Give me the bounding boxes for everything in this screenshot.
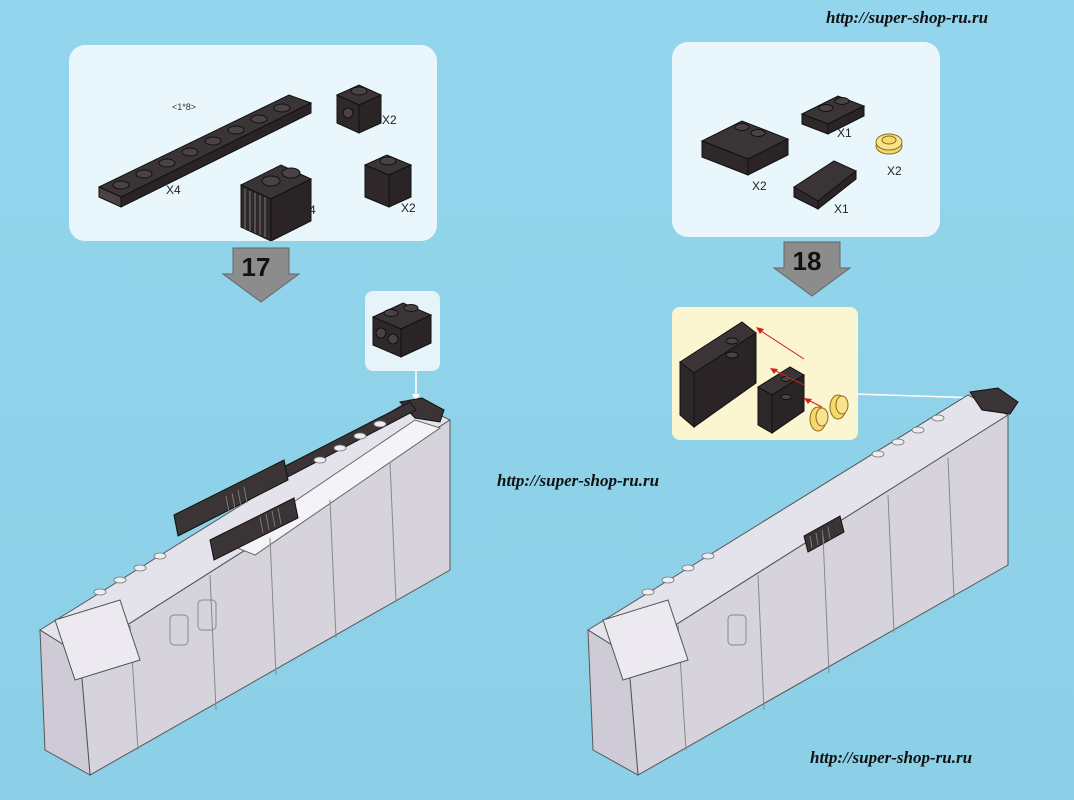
- side-stud-brick-quantity: X2: [382, 113, 397, 127]
- step-17-parts-box: <1*8> X4 X4 X2 X2: [69, 45, 437, 241]
- brick-1x1-part: [363, 154, 413, 208]
- watermark-top[interactable]: http://super-shop-ru.ru: [826, 8, 989, 27]
- grille-quantity: X4: [301, 203, 316, 217]
- plate-1x2-quantity: X1: [837, 126, 852, 140]
- step-17-locomotive-model: [39, 397, 452, 776]
- step-17-callout-pointer: [412, 370, 420, 401]
- step-18-callout-illustration: [679, 321, 849, 434]
- slope-part: [793, 160, 857, 211]
- step-17-parts-illustration: [97, 84, 413, 241]
- brick-quantity: X2: [401, 201, 416, 215]
- step-17-callout: [365, 291, 440, 371]
- plate-quantity: X4: [166, 183, 181, 197]
- watermark-bottom[interactable]: http://super-shop-ru.ru: [810, 748, 973, 767]
- double-side-stud-brick-icon: [371, 302, 433, 358]
- double-slope-quantity: X2: [752, 179, 767, 193]
- step-18-arrow-icon: [772, 241, 852, 297]
- step-18-parts-box: X2 X1 X1 X2: [672, 42, 940, 237]
- grille-brick-part: [239, 164, 313, 241]
- plate-1x2-part: [800, 95, 866, 135]
- plate-dimension-label: <1*8>: [172, 102, 197, 112]
- plate-1x8-part: [97, 94, 313, 208]
- round-plate-quantity: X2: [887, 164, 902, 178]
- slope-quantity: X1: [834, 202, 849, 216]
- step-18-number: 18: [792, 246, 822, 276]
- round-plate-part: [875, 133, 903, 155]
- step-18-locomotive-model: [587, 387, 1019, 776]
- step-18-parts-illustration: [700, 95, 903, 211]
- side-stud-brick-part: [335, 84, 383, 134]
- step-17-arrow-icon: [221, 247, 301, 303]
- double-slope-part: [700, 120, 790, 176]
- step-17-number: 17: [241, 252, 271, 282]
- step-18-callout: [672, 307, 858, 440]
- watermark-middle[interactable]: http://super-shop-ru.ru: [497, 471, 660, 490]
